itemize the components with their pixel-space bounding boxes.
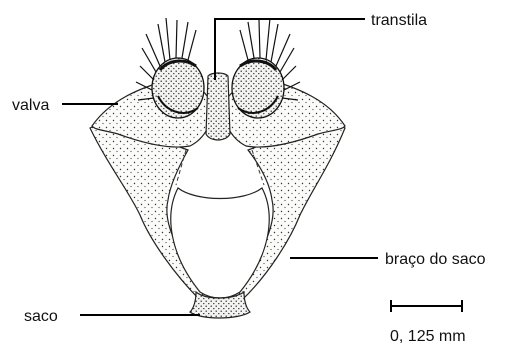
label-transtila: transtila [371,12,427,29]
scale-bar [391,300,462,312]
label-valva: valva [12,97,49,114]
label-saco: saco [24,308,58,325]
transtila [206,73,230,140]
label-braco-do-saco: braço do saco [385,251,486,268]
scale-bar-label: 0, 125 mm [390,328,466,345]
